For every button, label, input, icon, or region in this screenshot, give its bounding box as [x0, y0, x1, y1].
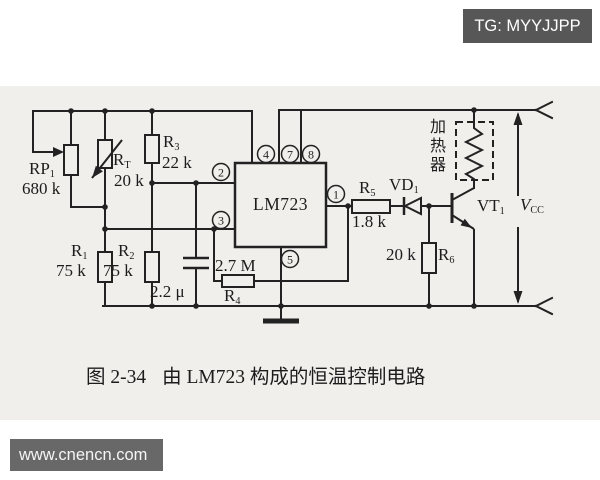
- r3-ref-label: R3: [163, 132, 180, 153]
- diode-vd1-icon: [402, 196, 422, 216]
- r3-value-label: 22 k: [162, 153, 192, 172]
- r4-ref-label: R4: [224, 286, 241, 307]
- figure-number: 图 2-34: [86, 367, 147, 388]
- vcc-label: VCC: [520, 195, 544, 216]
- pin-badge-8: 8: [301, 144, 321, 164]
- r5-ref-label: R5: [359, 178, 376, 199]
- resistor-r6-body: [421, 242, 437, 274]
- figure-caption: 图 2-34 由 LM723 构成的恒温控制电路: [86, 360, 425, 389]
- ic-lm723-body: [233, 161, 328, 249]
- thermistor-arrow-icon: [91, 139, 123, 179]
- rt-ref-label: RT: [113, 150, 131, 171]
- r1-ref-label: R1: [71, 241, 88, 262]
- pin-badge-4: 4: [256, 144, 276, 164]
- transistor-vt1-icon: [450, 187, 475, 230]
- potentiometer-rp1-body: [63, 144, 79, 176]
- r6-value-label: 20 k: [386, 245, 416, 264]
- resistor-r1-body: [97, 251, 113, 283]
- wiper-arrowhead-icon: [53, 147, 64, 157]
- pin-badge-5: 5: [280, 249, 300, 269]
- r2-ref-label: R2: [118, 241, 135, 262]
- svg-text:7: 7: [287, 147, 293, 161]
- telegram-watermark: TG: MYYJJPP: [463, 9, 592, 43]
- figure-title: 由 LM723 构成的恒温控制电路: [162, 367, 426, 388]
- r6-ref-label: R6: [438, 245, 455, 266]
- wire-rp1-column: [70, 110, 106, 208]
- supply-terminal-top: [534, 100, 554, 120]
- vd1-ref-label: VD1: [389, 175, 419, 196]
- svg-text:5: 5: [287, 252, 293, 266]
- r2-value-label: 75 k: [103, 261, 133, 280]
- resistor-r4-body: [221, 274, 255, 288]
- wire-ic-top-pins: [251, 109, 302, 164]
- wire-wiper-arm: [32, 110, 56, 153]
- rt-value-label: 20 k: [114, 171, 144, 190]
- ic-lm723-label: LM723: [253, 194, 308, 214]
- svg-text:4: 4: [263, 147, 269, 161]
- vcc-arrow-icon: [513, 112, 523, 304]
- svg-text:1: 1: [333, 187, 339, 201]
- wire-r4-feedback: [213, 205, 349, 282]
- pin-number-badges: 4 7 8 2 3 1 5: [211, 144, 346, 269]
- wire-heater-element: [463, 109, 485, 189]
- pin-badge-2: 2: [211, 162, 231, 182]
- supply-terminal-bottom: [534, 296, 554, 316]
- svg-text:2: 2: [218, 165, 224, 179]
- resistor-r5-body: [351, 199, 391, 214]
- resistor-r3-body: [144, 134, 160, 164]
- resistor-r2-body: [144, 251, 160, 283]
- capacitor-c1-plates: [183, 256, 209, 270]
- junction-dots: [68, 107, 477, 309]
- component-bodies: [63, 134, 437, 288]
- rp1-value-label: 680 k: [22, 179, 61, 198]
- svg-text:3: 3: [218, 213, 224, 227]
- r1-value-label: 75 k: [56, 261, 86, 280]
- r4-value-label: 2.7 M: [215, 256, 256, 275]
- svg-text:8: 8: [308, 147, 314, 161]
- heater-dashed-box: [455, 121, 494, 181]
- rp1-ref-label: RP1: [29, 159, 55, 180]
- c1-value-label: 2.2 μ: [150, 282, 185, 301]
- heater-label: 加热器: [430, 119, 447, 174]
- r5-value-label: 1.8 k: [352, 212, 386, 231]
- pin-badge-1: 1: [326, 184, 346, 204]
- pin-badge-3: 3: [211, 210, 231, 230]
- vt1-ref-label: VT1: [477, 196, 505, 217]
- pin-badge-7: 7: [280, 144, 300, 164]
- site-watermark: www.cnencn.com: [10, 439, 163, 471]
